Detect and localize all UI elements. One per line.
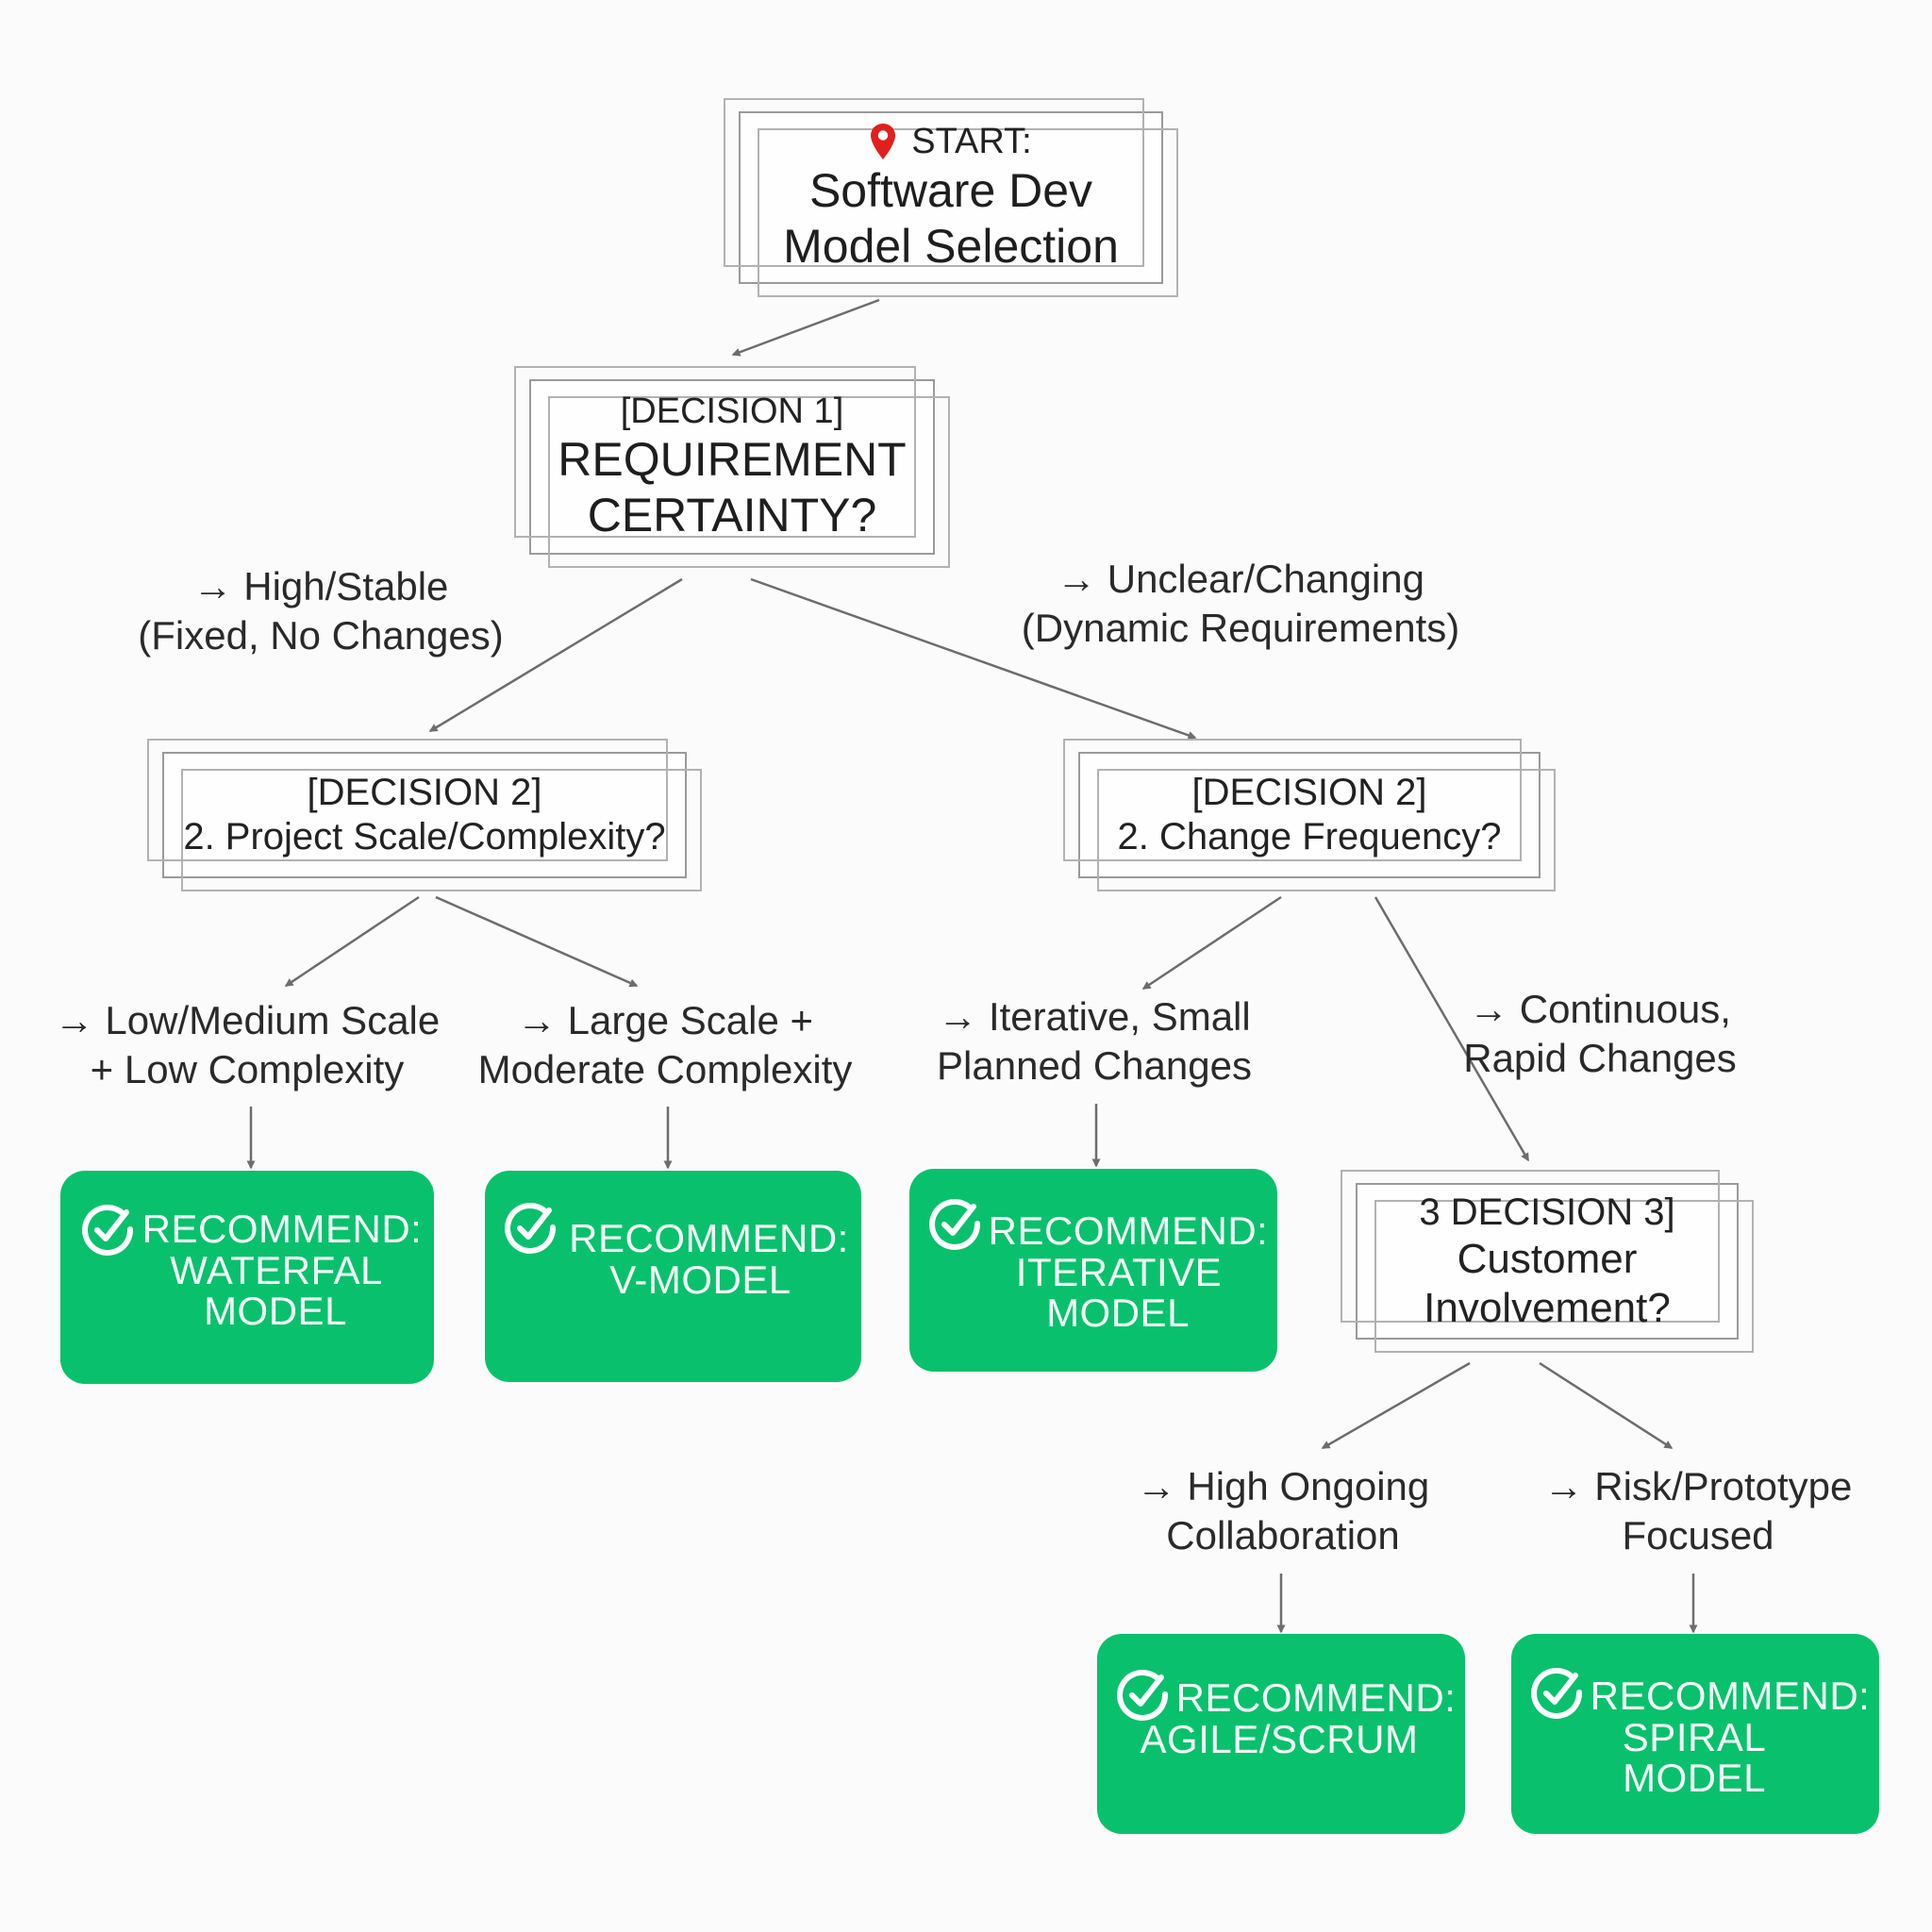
recommend-spiral-line-1: RECOMMEND: <box>1590 1674 1871 1718</box>
connector-arrow-decision-3-to-risk-prototype <box>1539 1361 1674 1450</box>
edge-label-high-ongoing: → High Ongoing Collaboration <box>1108 1462 1457 1560</box>
check-circle-icon <box>504 1201 558 1256</box>
recommend-waterfall-line-3: MODEL <box>204 1289 347 1334</box>
edge-label-large-scale-line-2: Moderate Complexity <box>477 1047 853 1092</box>
edge-label-large-scale-line-1: → Large Scale + <box>516 998 813 1042</box>
connector-arrow-decision-1-to-decision-2-scale <box>428 577 683 733</box>
recommend-spiral-line-3: MODEL <box>1623 1756 1766 1801</box>
check-circle-icon <box>928 1197 983 1252</box>
connector-arrow-decision-3-to-high-ongoing <box>1321 1361 1471 1450</box>
recommend-agile-line-2: AGILE/SCRUM <box>1140 1716 1419 1761</box>
recommend-vmodel-box: RECOMMEND: V-MODEL <box>485 1171 861 1382</box>
edge-label-unclear-changing-line-2: (Dynamic Requirements) <box>1021 606 1460 651</box>
edge-label-risk-prototype: → Risk/Prototype Focused <box>1519 1462 1877 1560</box>
recommend-iterative-line-3: MODEL <box>1046 1291 1190 1336</box>
check-circle-icon <box>1530 1666 1585 1721</box>
edge-label-unclear-changing-line-1: → Unclear/Changing <box>1057 557 1424 601</box>
recommend-vmodel-text: RECOMMEND: V-MODEL <box>557 1218 861 1300</box>
decision-1-tag: [DECISION 1] <box>620 391 844 431</box>
recommend-vmodel-line-2: V-MODEL <box>609 1257 791 1302</box>
edge-label-risk-prototype-line-1: → Risk/Prototype <box>1543 1464 1853 1508</box>
recommend-spiral-box: RECOMMEND: SPIRAL MODEL <box>1511 1634 1879 1834</box>
edge-label-high-ongoing-line-2: Collaboration <box>1166 1513 1400 1558</box>
edge-label-iterative-small: → Iterative, Small Planned Changes <box>906 992 1283 1091</box>
check-circle-icon <box>81 1203 136 1257</box>
edge-label-large-scale: → Large Scale + Moderate Complexity <box>467 996 863 1094</box>
recommend-waterfall-text: RECOMMEND: WATERFAL MODEL <box>130 1208 434 1332</box>
edge-label-high-stable-line-1: → High/Stable <box>192 564 449 608</box>
decision-2-change-tag: [DECISION 2] <box>1191 771 1427 813</box>
connector-arrow-decision-2-change-to-decision-3 <box>1374 896 1530 1162</box>
decision-1-question-line-2: CERTAINTY? <box>587 489 877 542</box>
recommend-waterfall-box: RECOMMEND: WATERFAL MODEL <box>60 1171 434 1384</box>
recommend-agile-text: RECOMMEND: AGILE/SCRUM <box>1141 1675 1465 1759</box>
decision-1-question-line-1: REQUIREMENT <box>558 433 907 487</box>
recommend-iterative-line-1: RECOMMEND: <box>988 1208 1269 1253</box>
recommend-spiral-text: RECOMMEND: SPIRAL MODEL <box>1581 1675 1879 1799</box>
recommend-iterative-text: RECOMMEND: ITERATIVE MODEL <box>979 1210 1277 1334</box>
edge-label-iterative-small-line-1: → Iterative, Small <box>938 994 1251 1039</box>
edge-label-iterative-small-line-2: Planned Changes <box>937 1043 1252 1089</box>
edge-label-continuous-line-2: Rapid Changes <box>1463 1036 1737 1081</box>
start-label: START: <box>911 122 1032 162</box>
decision-3-node: 3 DECISION 3] Customer Involvement? <box>1341 1170 1754 1353</box>
start-title-line-2: Model Selection <box>783 219 1119 273</box>
check-circle-icon <box>1116 1668 1171 1723</box>
decision-2-change-question: 2. Change Frequency? <box>1117 816 1502 858</box>
edge-label-risk-prototype-line-2: Focused <box>1622 1513 1774 1558</box>
start-title-line-1: Software Dev <box>808 163 1093 217</box>
decision-2-scale-question: 2. Project Scale/Complexity? <box>183 816 666 858</box>
recommend-vmodel-line-1: RECOMMEND: <box>569 1216 849 1260</box>
edge-label-continuous: → Continuous, Rapid Changes <box>1449 985 1751 1083</box>
start-label-row: START: <box>870 121 1032 163</box>
connector-arrow-decision-2-scale-to-low-medium <box>284 895 420 988</box>
recommend-iterative-line-2: ITERATIVE <box>1015 1249 1223 1294</box>
decision-1-node: [DECISION 1] REQUIREMENT CERTAINTY? <box>514 366 950 568</box>
edge-label-continuous-line-1: → Continuous, <box>1469 987 1731 1031</box>
connector-arrow-decision-1-to-decision-2-change <box>750 577 1197 740</box>
edge-label-low-medium-line-1: → Low/Medium Scale <box>54 998 441 1042</box>
decision-3-question-line-1: Customer <box>1457 1235 1638 1282</box>
recommend-spiral-line-2: SPIRAL <box>1622 1714 1767 1759</box>
map-pin-icon <box>870 123 896 160</box>
edge-label-unclear-changing: → Unclear/Changing (Dynamic Requirements… <box>1000 555 1481 653</box>
decision-2-change-node: [DECISION 2] 2. Change Frequency? <box>1063 739 1556 891</box>
recommend-waterfall-line-1: RECOMMEND: <box>142 1207 423 1251</box>
recommend-waterfall-line-2: WATERFAL <box>170 1247 383 1292</box>
start-node: START: Software Dev Model Selection <box>724 98 1178 297</box>
connector-arrow-start-to-decision-1 <box>731 298 880 357</box>
edge-label-low-medium-line-2: + Low Complexity <box>90 1047 405 1092</box>
recommend-iterative-box: RECOMMEND: ITERATIVE MODEL <box>909 1169 1277 1372</box>
decision-3-tag: 3 DECISION 3] <box>1419 1191 1675 1233</box>
edge-label-high-stable: → High/Stable (Fixed, No Changes) <box>132 562 509 660</box>
edge-label-low-medium: → Low/Medium Scale + Low Complexity <box>49 996 445 1094</box>
recommend-agile-line-1: RECOMMEND: <box>1175 1675 1457 1720</box>
connector-arrow-decision-2-change-to-iterative-small <box>1141 895 1282 991</box>
edge-label-high-ongoing-line-1: → High Ongoing <box>1136 1464 1430 1508</box>
decision-3-question-line-2: Involvement? <box>1424 1284 1671 1331</box>
connector-arrow-decision-2-scale-to-large-scale <box>435 895 639 988</box>
recommend-agile-box: RECOMMEND: AGILE/SCRUM <box>1097 1634 1465 1834</box>
decision-2-scale-tag: [DECISION 2] <box>307 771 542 813</box>
edge-label-high-stable-line-2: (Fixed, No Changes) <box>138 613 504 658</box>
decision-2-scale-node: [DECISION 2] 2. Project Scale/Complexity… <box>147 739 702 891</box>
